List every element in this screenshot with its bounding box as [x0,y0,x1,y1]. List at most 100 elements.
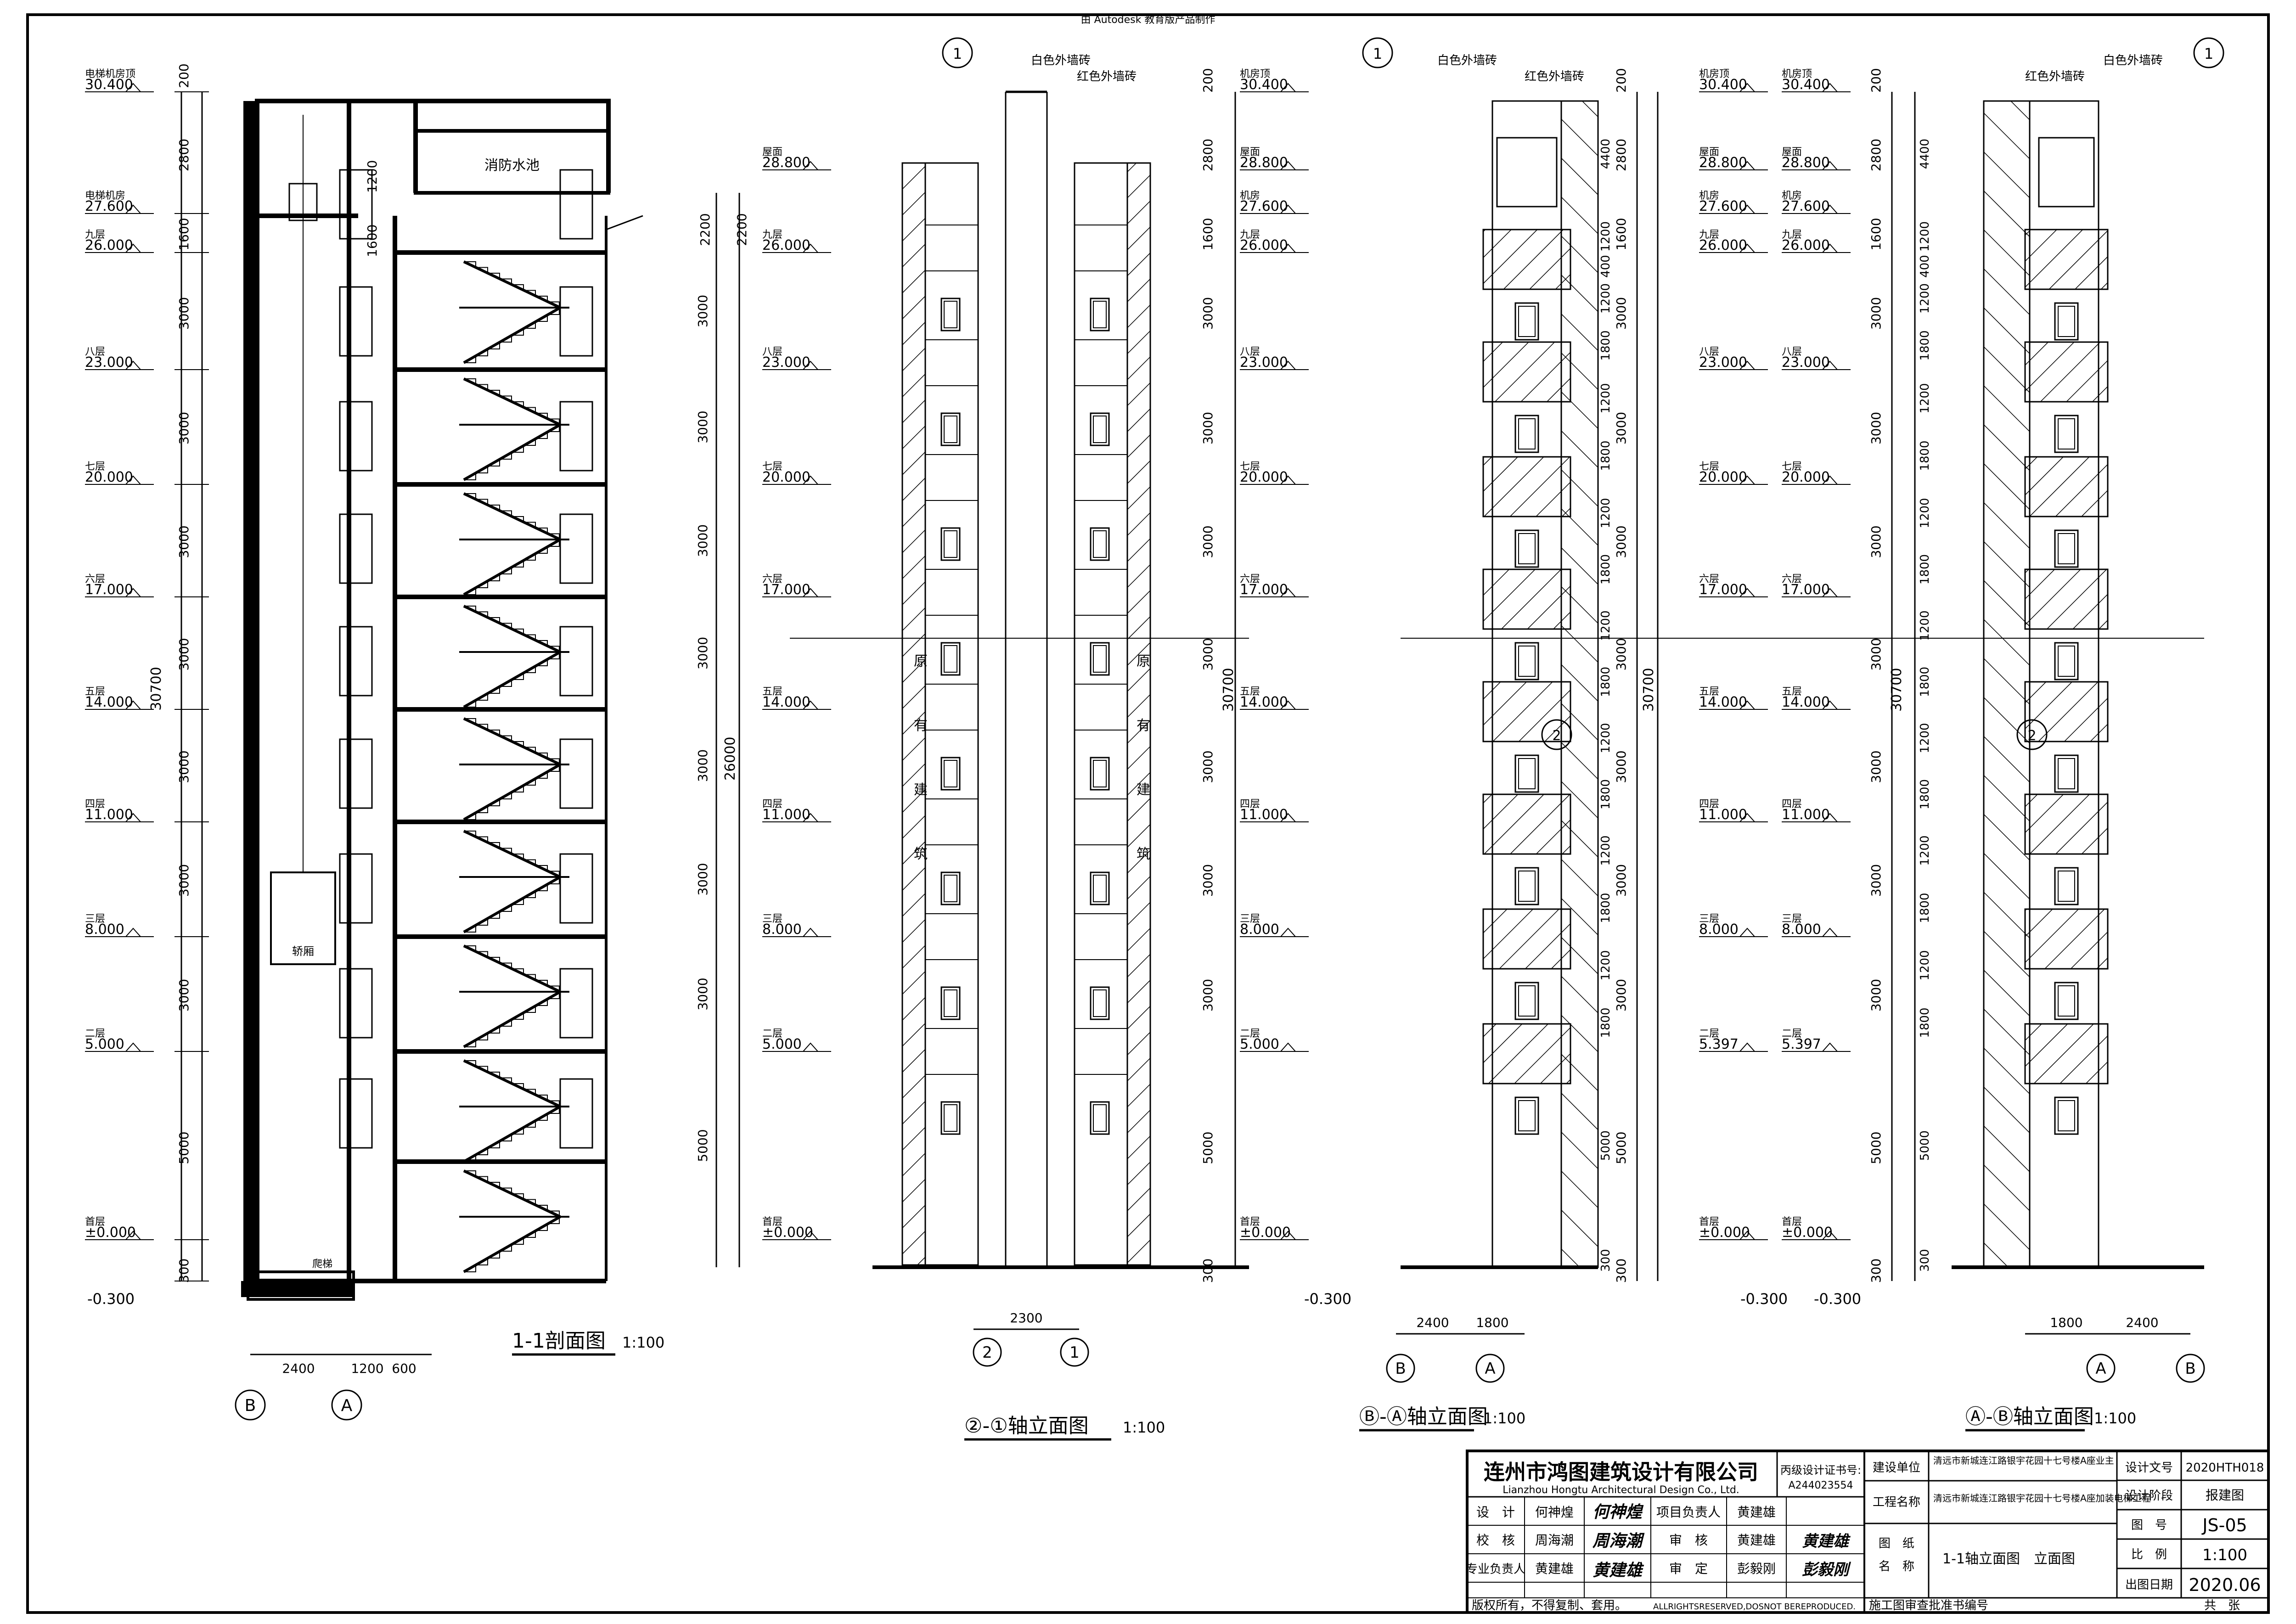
svg-text:14.000: 14.000 [762,694,810,710]
below-ground-elevba: -0.300 [1740,1290,1788,1308]
svg-text:六层: 六层 [1699,573,1719,585]
copyright-cn: 版权所有，不得复制、套用。 [1472,1599,1627,1613]
elev-dim-2-10: 5000 [1868,1131,1884,1164]
stair-dim-2: 3000 [695,524,710,557]
ba-band-1 [1482,341,1571,403]
svg-text:五层: 五层 [1782,686,1802,697]
section-1-1: 消防水池 轿厢 缓冲器 爬梯 1200 1600 26000 2400 1200… [87,92,740,1421]
buffer-label: 缓冲器 [287,1281,317,1293]
stair-total-dim: 26000 [722,737,738,781]
svg-text:±0.000: ±0.000 [1782,1225,1833,1241]
svg-text:20.000: 20.000 [1699,469,1747,485]
field-v-4: 1:100 [2202,1546,2247,1564]
stair-dim-0: 3000 [695,295,710,327]
inner-dim-1-5: 1200 [1918,383,1932,413]
elev21-axis-2: 2 [982,1343,992,1362]
level-elev21-10: 二层5.000 [1240,1028,1309,1052]
elev-dim-2-8: 3000 [1868,864,1884,897]
svg-text:机房顶: 机房顶 [1782,68,1812,80]
ba-band-6 [1482,908,1571,970]
below-ground-elevab: -0.300 [1814,1290,1861,1308]
ab-band-5 [2024,793,2109,855]
svg-text:七层: 七层 [85,461,105,472]
section-dim-9: 3000 [176,979,191,1011]
window-6-0 [940,986,961,1020]
svg-text:20.000: 20.000 [762,469,810,485]
existing-2: 有 [914,718,928,734]
elev-dim-1-6: 3000 [1614,638,1629,670]
svg-text:电梯机房: 电梯机房 [85,190,125,202]
svg-text:±0.000: ±0.000 [1699,1225,1750,1241]
window-5-1 [1090,871,1110,905]
svg-text:七层: 七层 [762,461,782,472]
inner-dim-0-4: 1800 [1599,330,1613,360]
inner-dim-0-15: 1200 [1599,950,1613,980]
svg-text:四层: 四层 [1782,798,1802,810]
svg-text:14.000: 14.000 [85,694,133,710]
window-0-0 [940,298,961,332]
ab-band-7 [2024,1023,2109,1085]
svg-text:首层: 首层 [1240,1216,1260,1228]
elevba-dim-2: 1800 [1476,1315,1508,1330]
svg-text:30.400: 30.400 [1782,77,1830,93]
elev-dim-0-10: 5000 [1200,1131,1216,1164]
svg-text:五层: 五层 [85,686,105,697]
elev-dim-0-9: 3000 [1200,979,1216,1011]
window-2-1 [1090,527,1110,561]
svg-text:屋面: 屋面 [1699,146,1719,158]
stair-dim-7: 5000 [695,1129,710,1162]
ba-window-4 [1514,754,1539,793]
cert-label: 丙级设计证书号: [1780,1464,1861,1477]
svg-text:五层: 五层 [762,686,782,697]
stair-top-dim-0: 2200 [698,213,713,246]
elevab-axis-tag: 1 [2204,45,2213,62]
field-v-3: JS-05 [2201,1515,2247,1535]
stair-top-dim-1: 2200 [734,213,749,246]
svg-text:二层: 二层 [1782,1028,1802,1040]
svg-text:30.400: 30.400 [1240,77,1288,93]
svg-text:26.000: 26.000 [1699,237,1747,253]
svg-text:八层: 八层 [1699,346,1719,358]
tb-role2-1: 项目负责人 [1656,1505,1721,1520]
svg-text:8.000: 8.000 [85,922,124,938]
svg-text:五层: 五层 [1699,686,1719,697]
inner-dim-0-10: 1800 [1599,667,1613,697]
inner-dim-0-5: 1200 [1599,383,1613,413]
svg-text:六层: 六层 [762,573,782,585]
elevba-axis-b: B [1395,1360,1406,1378]
level-section-right-11: 首层±0.000 [762,1216,831,1241]
wall-right [1126,162,1151,1266]
ab-band-3 [2024,568,2109,630]
section-dim-5: 3000 [176,525,191,558]
svg-text:11.000: 11.000 [1782,807,1830,823]
svg-text:机房顶: 机房顶 [1240,68,1270,80]
svg-text:30.400: 30.400 [85,77,133,93]
elevab-white-wall: 白色外墙砖 [2103,54,2163,67]
elevba-red-wall: 红色外墙砖 [1525,70,1584,84]
elev-dim-1-10: 5000 [1614,1131,1629,1164]
svg-text:四层: 四层 [1699,798,1719,810]
elev-dim-2-3: 3000 [1868,297,1884,330]
inner-dim-0-16: 1800 [1599,1007,1613,1038]
section-dim-11: 300 [176,1259,191,1283]
elevba-dim-1: 2400 [1416,1315,1449,1330]
svg-text:三层: 三层 [85,913,105,925]
inner-dim-1-0: 4400 [1918,139,1932,169]
elev-dim-1-1: 2800 [1614,139,1629,171]
ba-band-4 [1482,681,1571,742]
ba-band-7 [1482,1023,1571,1085]
